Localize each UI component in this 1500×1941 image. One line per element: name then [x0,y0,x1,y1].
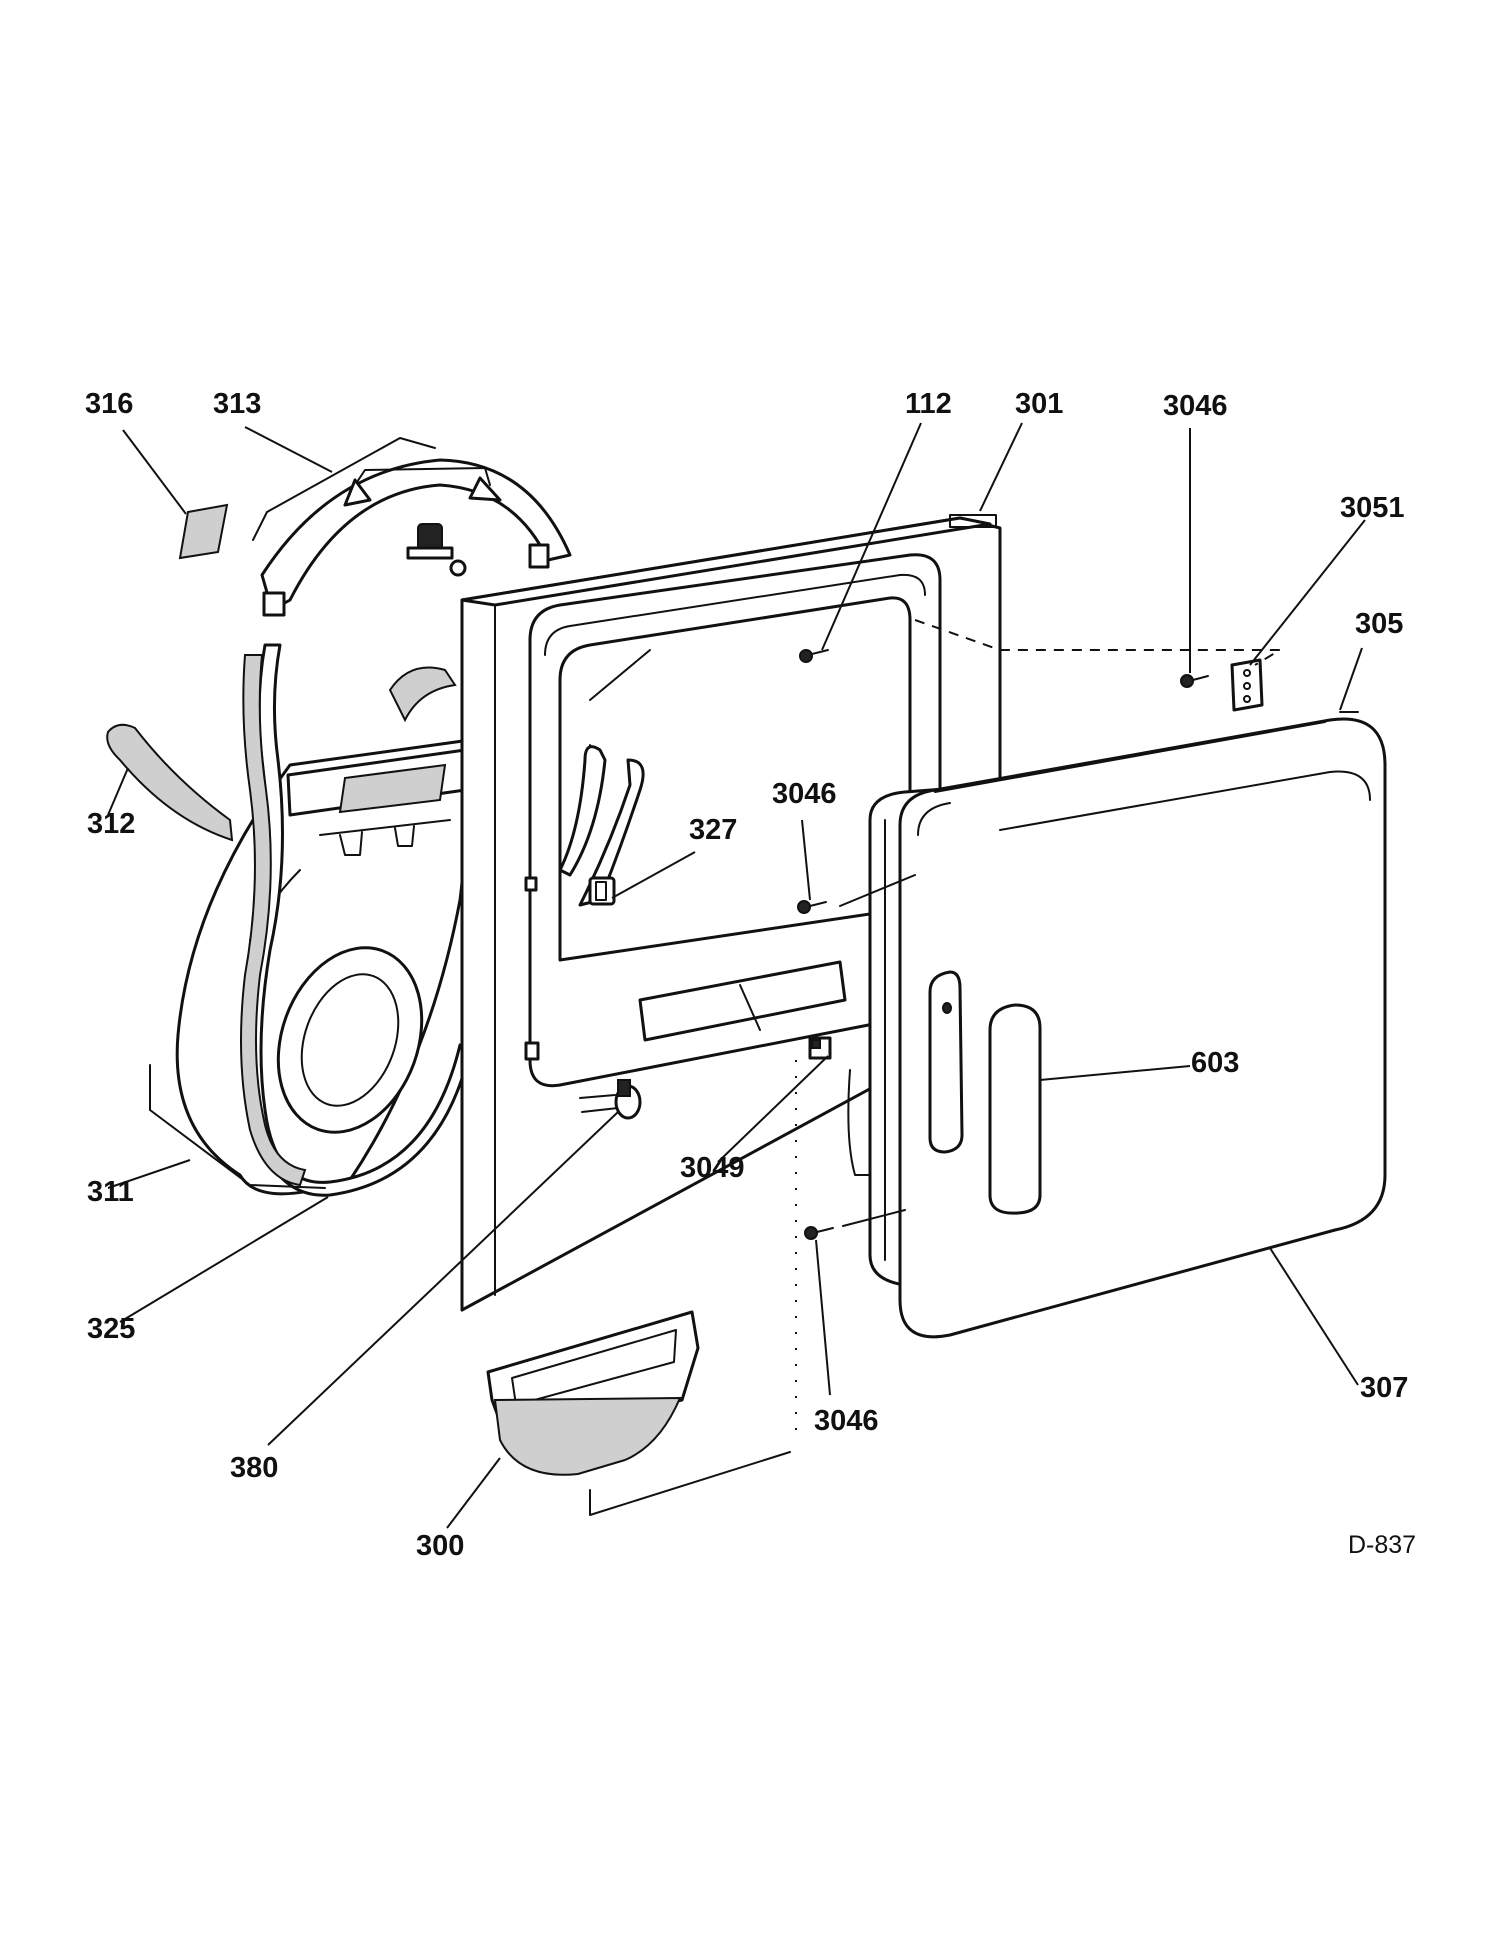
bracket-313 [252,437,436,541]
callout-301: 301 [1015,388,1063,420]
callout-3046-top: 3046 [1163,390,1228,422]
leader-lines [107,422,1366,1529]
callout-300: 300 [416,1530,464,1562]
diagram-code: D-837 [1348,1531,1416,1559]
callout-112: 112 [905,388,952,420]
callout-3049: 3049 [680,1152,745,1184]
part-3051-hinge [1230,658,1264,712]
part-380-sensor [579,1079,642,1120]
hinge-alignment-line [914,619,1284,666]
callout-307: 307 [1360,1372,1408,1404]
part-300-lint-filter [486,1310,700,1476]
part-603-door-handle [928,970,1042,1215]
part-305-door-outer [898,711,1387,1339]
part-313-bulkhead-top [260,458,572,617]
callout-327: 327 [689,814,737,846]
bracket-311 [149,1064,326,1189]
part-301-front-panel [460,514,1002,1312]
callout-3046-mid: 3046 [772,778,837,810]
part-327-door-switch [588,876,616,906]
screw-112 [799,649,829,663]
callout-305: 305 [1355,608,1403,640]
part-3049-strike [808,1036,832,1060]
screw-3046-top [1180,674,1209,688]
screw-3046-mid [797,900,827,914]
callout-313: 313 [213,388,261,420]
screw-3046-bottom [804,1226,834,1240]
bracket-300 [589,1451,791,1516]
callout-312: 312 [87,808,135,840]
callout-380: 380 [230,1452,278,1484]
callout-3046-bottom: 3046 [814,1405,879,1437]
callout-325: 325 [87,1313,135,1345]
callout-311: 311 [87,1176,134,1208]
part-316-pad [178,503,229,560]
thermostat-icon [406,523,467,577]
callout-3051: 3051 [1340,492,1405,524]
callout-316: 316 [85,388,133,420]
callout-603: 603 [1191,1047,1239,1079]
part-312-felt-seal [106,723,234,842]
